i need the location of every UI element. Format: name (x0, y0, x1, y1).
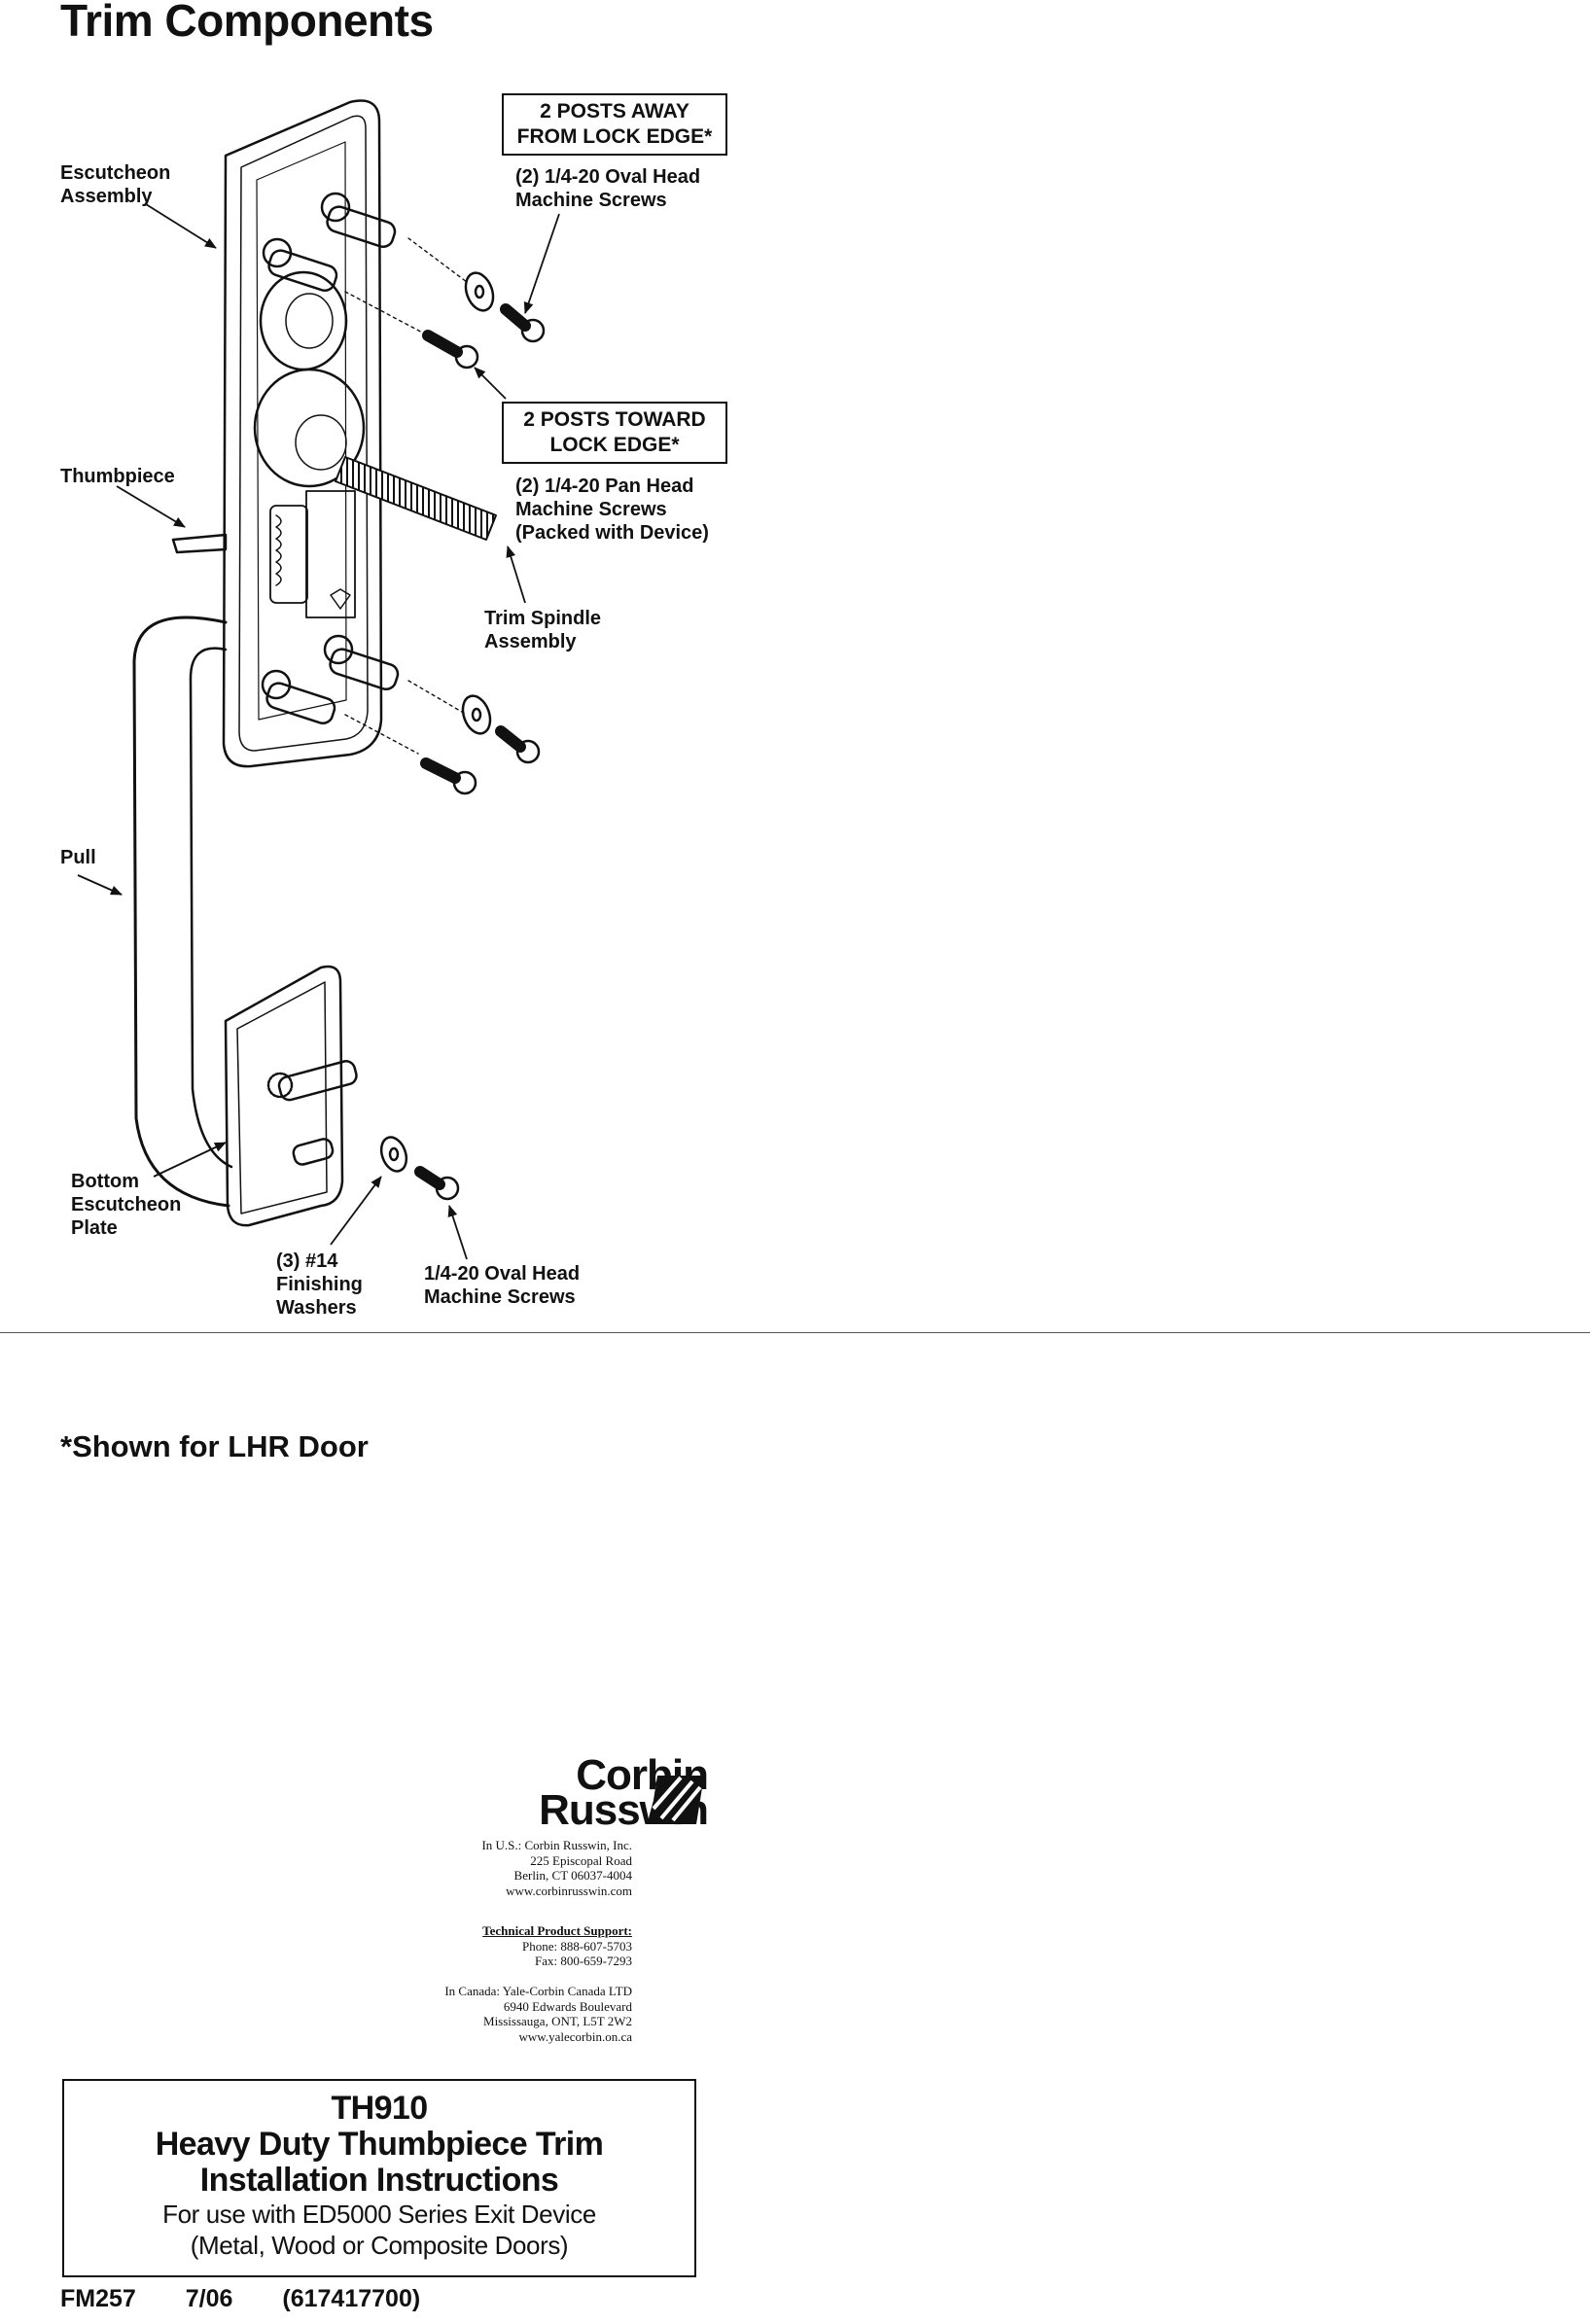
product-title-box: TH910 Heavy Duty Thumbpiece Trim Install… (62, 2079, 696, 2277)
callout-pull: Pull (60, 847, 96, 868)
post-lower-2 (265, 682, 336, 725)
form-number: FM257 (60, 2285, 136, 2312)
support-info: Technical Product Support: Phone: 888-60… (482, 1923, 632, 1968)
product-model: TH910 (331, 2090, 428, 2127)
bottom-escutcheon-plate (224, 965, 344, 1227)
canada-address: In Canada: Yale-Corbin Canada LTD 6940 E… (444, 1984, 632, 2044)
post-upper-2 (267, 249, 338, 293)
callout-posts-toward-box: 2 POSTS TOWARD LOCK EDGE* (502, 402, 727, 464)
callout-finishing-washers: (3) #14 Finishing Washers (276, 1250, 363, 1319)
footer: FM257 7/06 (617417700) (60, 2285, 459, 2313)
us-address: In U.S.: Corbin Russwin, Inc. 225 Episco… (481, 1838, 632, 1898)
callout-trim-spindle: Trim Spindle Assembly (484, 608, 602, 652)
page-title: Trim Components (60, 0, 434, 46)
company-logo: Corbin Russwin (539, 1751, 709, 1834)
thumbpiece-lever (171, 533, 228, 554)
door-handing-note: *Shown for LHR Door (60, 1429, 369, 1463)
pull-handle (132, 616, 230, 1208)
callout-posts-away-screws: (2) 1/4-20 Oval Head Machine Screws (515, 166, 701, 211)
fold-line (0, 1332, 1590, 1333)
product-name-line2: Installation Instructions (199, 2162, 559, 2199)
callout-thumbpiece: Thumbpiece (60, 466, 175, 487)
callout-posts-toward-screws: (2) 1/4-20 Pan Head Machine Screws (Pack… (515, 475, 709, 544)
callout-bottom-escutcheon-plate: Bottom Escutcheon Plate (71, 1171, 182, 1239)
callout-posts-away-box: 2 POSTS AWAY FROM LOCK EDGE* (502, 93, 727, 156)
trim-spindle (335, 456, 497, 541)
callout-escutcheon-assembly: Escutcheon Assembly (60, 162, 171, 207)
callout-oval-head-bottom: 1/4-20 Oval Head Machine Screws (424, 1263, 581, 1308)
revision-date: 7/06 (185, 2285, 233, 2312)
product-name-line1: Heavy Duty Thumbpiece Trim (155, 2126, 604, 2163)
part-number: (617417700) (282, 2285, 421, 2312)
post-lower-1 (329, 648, 400, 691)
product-use-line2: (Metal, Wood or Composite Doors) (190, 2231, 569, 2260)
product-use-line1: For use with ED5000 Series Exit Device (162, 2200, 596, 2229)
post-upper-1 (326, 205, 397, 249)
escutcheon-plate (222, 99, 383, 768)
